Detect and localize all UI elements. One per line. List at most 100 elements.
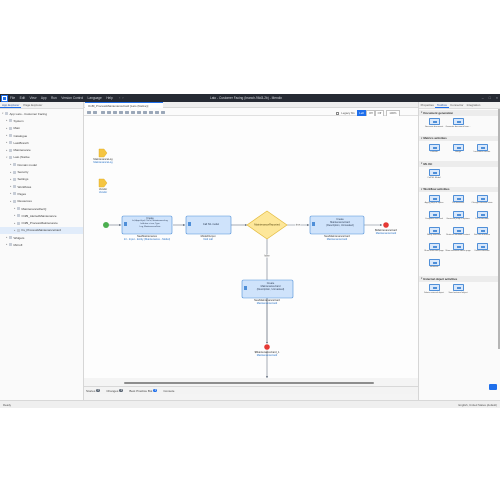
- chevron-right-icon[interactable]: ▸: [6, 134, 8, 138]
- chevron-right-icon[interactable]: ▸: [10, 163, 12, 167]
- toolbox-item[interactable]: Generate jump to options: [446, 210, 470, 225]
- tree-item[interactable]: ▸Domain model: [0, 161, 83, 168]
- tree-item[interactable]: ▸OnBl_AlertedMaintenance: [0, 212, 83, 219]
- chevron-right-icon[interactable]: ▸: [14, 214, 16, 218]
- tab-integration[interactable]: Integration: [466, 103, 481, 107]
- tree-item[interactable]: ▸LatoBranch: [0, 139, 83, 146]
- toolbox-item[interactable]: Unlock workflow: [470, 242, 494, 257]
- chevron-right-icon[interactable]: ▸: [14, 228, 16, 232]
- toolbox-item[interactable]: Generate document: [422, 117, 446, 132]
- toolbox-item[interactable]: Change workflow state: [470, 194, 494, 209]
- chevron-down-icon[interactable]: ▾: [421, 136, 423, 140]
- tab-app-explorer[interactable]: App Explorer: [0, 102, 22, 108]
- toolbox-item[interactable]: Workflow: [422, 258, 446, 273]
- chevron-down-icon[interactable]: ▾: [2, 112, 4, 116]
- back-arrow-icon[interactable]: ‹: [119, 96, 121, 100]
- toolbox-item[interactable]: Delete external object: [422, 283, 446, 298]
- annotation-icon[interactable]: [137, 110, 141, 114]
- toolbox-item[interactable]: Apply jump to option: [422, 194, 446, 209]
- merge-icon[interactable]: [119, 110, 123, 114]
- tree-item[interactable]: ▸Maintenance: [0, 146, 83, 153]
- toolbox-item[interactable]: Generate document from...: [446, 117, 470, 132]
- undo-icon[interactable]: [87, 110, 91, 114]
- toolbox-item[interactable]: Show user task page: [422, 242, 446, 257]
- toolbox-item[interactable]: Notify workflow: [422, 226, 446, 241]
- section-header[interactable]: ▾Metrics activities: [419, 135, 500, 141]
- legacy-checkbox[interactable]: [336, 111, 340, 115]
- break-icon[interactable]: [143, 110, 147, 114]
- tree-item[interactable]: ▸Security: [0, 168, 83, 175]
- end-event-icon[interactable]: [107, 110, 111, 114]
- chevron-down-icon[interactable]: ▾: [6, 155, 8, 159]
- menu-app[interactable]: App: [40, 96, 47, 100]
- maximize-icon[interactable]: □: [488, 96, 491, 100]
- chevron-down-icon[interactable]: ▾: [421, 162, 423, 166]
- menu-language[interactable]: Language: [87, 96, 102, 100]
- toolbox-scrollbar[interactable]: [498, 109, 500, 349]
- notifications-button[interactable]: [489, 384, 497, 390]
- decision-icon[interactable]: [113, 110, 117, 114]
- chevron-right-icon[interactable]: ▸: [10, 177, 12, 181]
- activity-icon[interactable]: [161, 110, 165, 114]
- tree-item[interactable]: ▸MaintenanceRecQ: [0, 205, 83, 212]
- toolbox-item[interactable]: Call workflow: [446, 194, 470, 209]
- toolbox-item[interactable]: Set task outcome: [470, 226, 494, 241]
- menu-edit[interactable]: Edit: [19, 96, 26, 100]
- chevron-right-icon[interactable]: ▸: [6, 141, 8, 145]
- menu-file[interactable]: File: [10, 96, 16, 100]
- chevron-right-icon[interactable]: ▸: [6, 243, 8, 247]
- tree-item[interactable]: ▸Pages: [0, 190, 83, 197]
- chevron-right-icon[interactable]: ▸: [10, 170, 12, 174]
- language-status[interactable]: English, United States (default): [458, 402, 497, 407]
- menu-help[interactable]: Help: [106, 96, 113, 100]
- chevron-right-icon[interactable]: ▸: [6, 148, 8, 152]
- tab-console[interactable]: Console: [163, 388, 175, 393]
- tab-page-explorer[interactable]: Page Explorer: [23, 103, 43, 107]
- chevron-right-icon[interactable]: ▸: [14, 207, 16, 210]
- tree-item[interactable]: ▸Settings: [0, 176, 83, 183]
- toolbox-item[interactable]: Counter: [422, 143, 446, 158]
- chevron-right-icon[interactable]: ▸: [6, 119, 8, 123]
- toolbox-item[interactable]: Send external object: [446, 283, 470, 298]
- redo-icon[interactable]: [93, 110, 97, 114]
- editor-tab-microflow[interactable]: OnBl_ProcessMaintenanceCard [Lato (Nativ…: [85, 102, 163, 108]
- tree-item[interactable]: ▾App Lato - Customer Facing: [0, 110, 83, 117]
- chevron-right-icon[interactable]: ▸: [6, 126, 8, 130]
- section-header[interactable]: ▾ML Kit: [419, 161, 500, 167]
- toolbox-item[interactable]: Gauge: [446, 143, 470, 158]
- tree-item[interactable]: ▸Workflows: [0, 183, 83, 190]
- tab-properties[interactable]: Properties: [420, 103, 434, 107]
- toolbox-item[interactable]: Complete user task: [422, 210, 446, 225]
- tree-item[interactable]: ▸Fs_ProcessMaintenanceCard: [0, 226, 83, 235]
- tab-connector[interactable]: Connector: [450, 103, 464, 107]
- toolbox-item[interactable]: Call ML Model: [422, 168, 446, 183]
- minimize-icon[interactable]: –: [481, 96, 484, 100]
- menu-run[interactable]: Run: [50, 96, 57, 100]
- menu-version-control[interactable]: Version Control: [61, 96, 84, 100]
- tree-item[interactable]: ▾Lato (Native: [0, 154, 83, 161]
- tab-toolbox[interactable]: Toolbox: [435, 102, 449, 108]
- tree-item[interactable]: ▸Microfl: [0, 241, 83, 248]
- chevron-right-icon[interactable]: ▸: [14, 221, 16, 225]
- toolbox-item[interactable]: Increment counter: [470, 143, 494, 158]
- chevron-right-icon[interactable]: ▸: [10, 192, 12, 196]
- error-event-icon[interactable]: [155, 110, 159, 114]
- tree-item[interactable]: ▸Catalogue: [0, 132, 83, 139]
- toolbox-item[interactable]: Lock workflow: [470, 210, 494, 225]
- microflow-canvas[interactable]: MaintenanceLog MaintenanceLog Vendor Ven…: [84, 116, 418, 384]
- tree-item[interactable]: ▸System: [0, 117, 83, 124]
- chevron-down-icon[interactable]: ▾: [421, 187, 423, 191]
- start-event-icon[interactable]: [101, 110, 105, 114]
- menu-view[interactable]: View: [29, 96, 37, 100]
- section-header[interactable]: ▾External object activities: [419, 276, 500, 282]
- canvas-horizontal-scrollbar[interactable]: [124, 382, 374, 384]
- forward-arrow-icon[interactable]: ›: [122, 96, 124, 100]
- tree-item[interactable]: ▸OnBl_ProcessMaintenance: [0, 219, 83, 226]
- loop-icon[interactable]: [125, 110, 129, 114]
- chevron-down-icon[interactable]: ▾: [421, 111, 423, 115]
- tree-item[interactable]: ▸Resources: [0, 198, 83, 205]
- tree-item[interactable]: ▸Main: [0, 125, 83, 132]
